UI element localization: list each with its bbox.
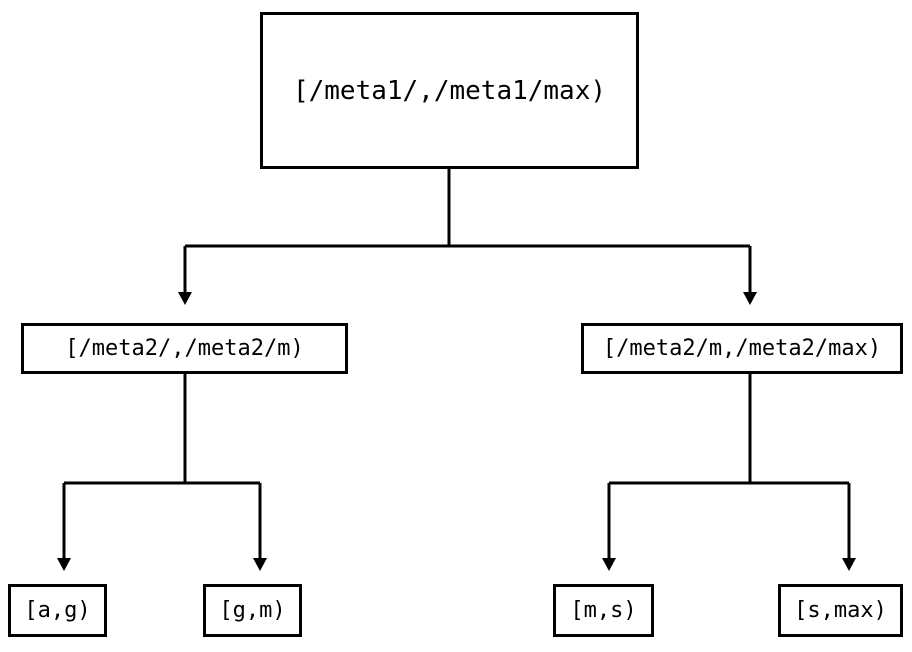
tree-node-leaf-g-m-label: [g,m) [219,597,286,623]
arrowhead-icon [178,292,192,305]
tree-node-mid-right[interactable]: [/meta2/m,/meta2/max) [581,323,903,374]
tree-node-leaf-g-m[interactable]: [g,m) [203,584,302,637]
edge-mid-right-to-leaf-s-max [842,483,856,571]
tree-node-root-label: [/meta1/,/meta1/max) [292,75,607,106]
edge-mid-left-to-leaf-g-m [253,483,267,571]
edge-root-to-mid-left [178,246,192,305]
tree-node-leaf-s-max[interactable]: [s,max) [778,584,903,637]
tree-node-leaf-m-s[interactable]: [m,s) [553,584,654,637]
edge-mid-right-to-leaf-m-s [602,483,616,571]
tree-node-root[interactable]: [/meta1/,/meta1/max) [260,12,639,169]
tree-node-mid-right-label: [/meta2/m,/meta2/max) [602,335,882,361]
edge-root-to-mid-right [743,246,757,305]
arrowhead-icon [743,292,757,305]
edge-mid-left-to-leaf-a-g [57,483,71,571]
arrowhead-icon [253,558,267,571]
tree-node-leaf-a-g-label: [a,g) [24,597,91,623]
arrowhead-icon [57,558,71,571]
tree-node-mid-left-label: [/meta2/,/meta2/m) [65,335,304,361]
arrowhead-icon [602,558,616,571]
tree-node-leaf-a-g[interactable]: [a,g) [8,584,107,637]
arrowhead-icon [842,558,856,571]
tree-node-mid-left[interactable]: [/meta2/,/meta2/m) [21,323,348,374]
tree-node-leaf-m-s-label: [m,s) [570,597,637,623]
tree-node-leaf-s-max-label: [s,max) [794,597,887,623]
